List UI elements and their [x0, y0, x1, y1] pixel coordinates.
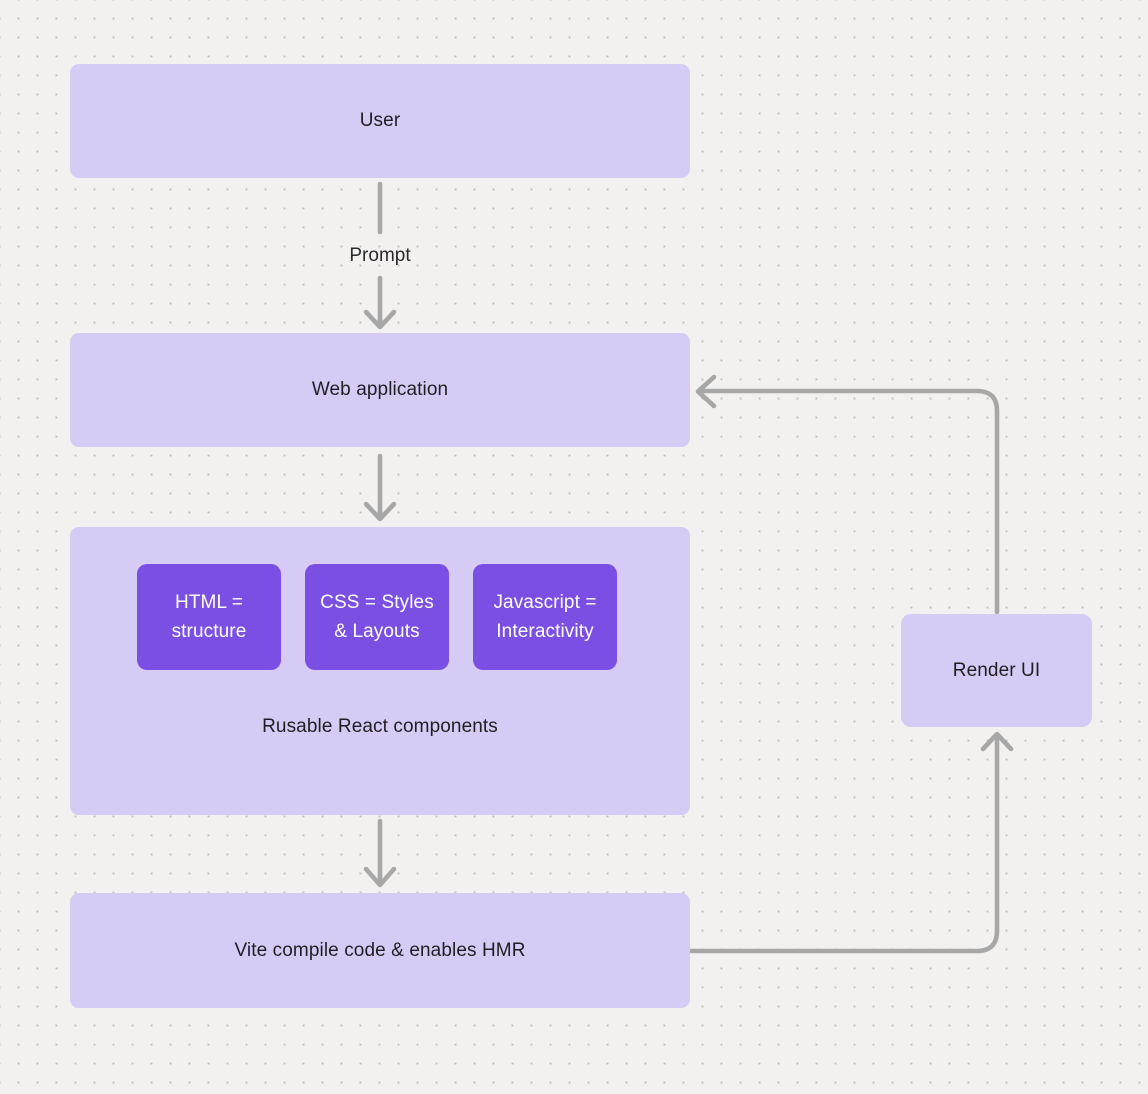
arrow-vite-to-renderui-line	[688, 733, 1000, 954]
node-components-container-label: Rusable React components	[262, 716, 498, 737]
node-components-container[interactable]: HTML = structure CSS = Styles & Layouts …	[70, 527, 690, 815]
node-javascript-interactivity-label: Javascript = Interactivity	[493, 592, 597, 642]
arrow-vite-to-renderui-head	[980, 731, 1014, 752]
edge-label-prompt: Prompt	[349, 245, 411, 266]
node-javascript-interactivity[interactable]: Javascript = Interactivity	[473, 564, 617, 670]
node-css-styles-label: CSS = Styles & Layouts	[320, 592, 434, 642]
components-inner-row: HTML = structure CSS = Styles & Layouts …	[137, 564, 617, 670]
node-render-ui-label: Render UI	[952, 659, 1041, 681]
node-web-application[interactable]: Web application	[70, 333, 690, 447]
node-render-ui[interactable]: Render UI	[901, 614, 1092, 727]
arrow-webapp-to-components-head	[363, 501, 397, 522]
node-css-styles[interactable]: CSS = Styles & Layouts	[305, 564, 449, 670]
node-vite[interactable]: Vite compile code & enables HMR	[70, 893, 690, 1008]
arrow-renderui-to-webapp-head	[695, 374, 717, 409]
node-user[interactable]: User	[70, 64, 690, 178]
node-user-label: User	[359, 110, 401, 131]
node-vite-label: Vite compile code & enables HMR	[234, 939, 526, 961]
node-html-structure-label: HTML = structure	[171, 592, 247, 642]
arrow-user-to-webapp-head	[363, 309, 397, 330]
arrow-renderui-to-webapp-line	[697, 388, 1000, 615]
arrow-components-to-vite-head	[363, 866, 397, 888]
node-web-application-label: Web application	[311, 379, 449, 400]
node-html-structure[interactable]: HTML = structure	[137, 564, 281, 670]
